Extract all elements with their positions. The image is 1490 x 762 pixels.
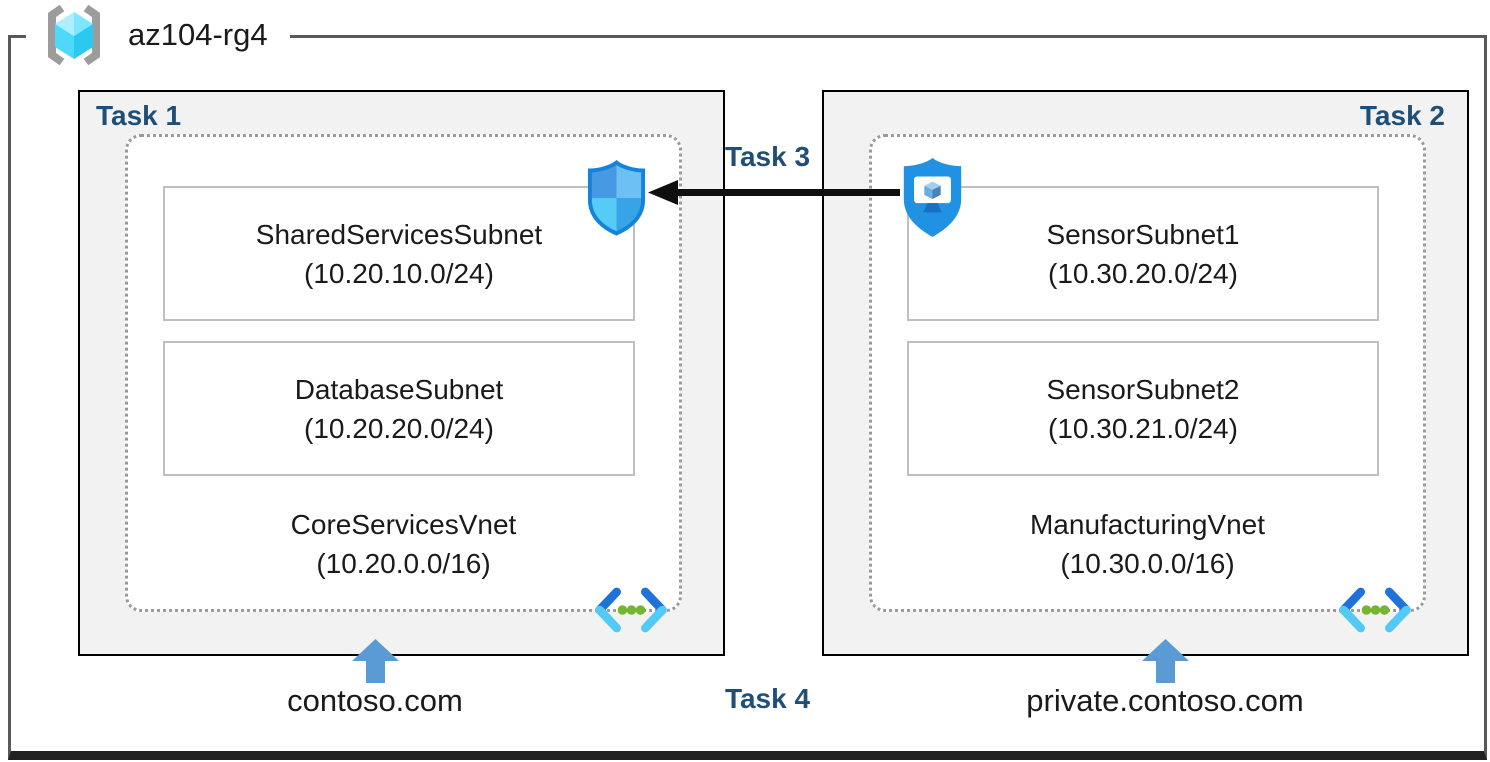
task3-label: Task 3 — [724, 141, 811, 172]
virtual-network-icon — [591, 583, 671, 637]
subnet-name: DatabaseSubnet — [294, 373, 504, 405]
contoso-dns-zone-label: contoso.com — [287, 683, 463, 718]
vnet-cidr: (10.30.0.0/16) — [1060, 548, 1235, 579]
subnet-cidr: (10.20.10.0/24) — [304, 257, 494, 289]
private-contoso-dns-zone-label: private.contoso.com — [1026, 683, 1304, 718]
virtual-network-icon — [1335, 583, 1415, 637]
manufacturing-vnet-container: SensorSubnet1 (10.30.20.0/24) SensorSubn… — [869, 134, 1426, 633]
sensor-subnet1-box: SensorSubnet1 (10.30.20.0/24) — [907, 186, 1379, 321]
resource-group-icon — [36, 2, 112, 68]
task1-box: Task 1 SharedServicesSubnet (10.20.10.0/… — [78, 90, 725, 656]
resource-group-name: az104-rg4 — [128, 17, 268, 52]
core-services-vnet-container: SharedServicesSubnet (10.20.10.0/24) Dat… — [125, 134, 682, 633]
task2-box: Task 2 SensorSubnet1 (10.30.20.0/24) Sen… — [822, 90, 1469, 656]
subnet-cidr: (10.30.21.0/24) — [1048, 412, 1238, 444]
task4-label: Task 4 — [724, 683, 811, 714]
resource-group-frame — [8, 35, 1487, 760]
core-services-vnet-label: CoreServicesVnet (10.20.0.0/16) — [128, 505, 679, 583]
resource-group-header: az104-rg4 — [26, 0, 290, 70]
bastion-shield-monitor-icon — [899, 156, 966, 240]
database-subnet-box: DatabaseSubnet (10.20.20.0/24) — [163, 341, 635, 476]
task2-label: Task 2 — [1359, 100, 1445, 131]
shared-services-subnet-box: SharedServicesSubnet (10.20.10.0/24) — [163, 186, 635, 321]
subnet-name: SensorSubnet1 — [1046, 218, 1240, 250]
vnet-name: CoreServicesVnet — [290, 509, 517, 540]
dns-up-arrow-icon — [352, 639, 399, 683]
subnet-name: SharedServicesSubnet — [255, 218, 543, 250]
subnet-cidr: (10.30.20.0/24) — [1048, 257, 1238, 289]
manufacturing-vnet-label: ManufacturingVnet (10.30.0.0/16) — [872, 505, 1423, 583]
subnet-name: SensorSubnet2 — [1046, 373, 1240, 405]
task1-label: Task 1 — [96, 100, 182, 131]
sensor-subnet2-box: SensorSubnet2 (10.30.21.0/24) — [907, 341, 1379, 476]
subnet-cidr: (10.20.20.0/24) — [304, 412, 494, 444]
vnet-name: ManufacturingVnet — [1029, 509, 1266, 540]
vnet-cidr: (10.20.0.0/16) — [316, 548, 491, 579]
nsg-shield-icon — [585, 159, 648, 237]
dns-up-arrow-icon — [1142, 639, 1189, 683]
task3-connection-arrow-icon — [648, 179, 900, 206]
